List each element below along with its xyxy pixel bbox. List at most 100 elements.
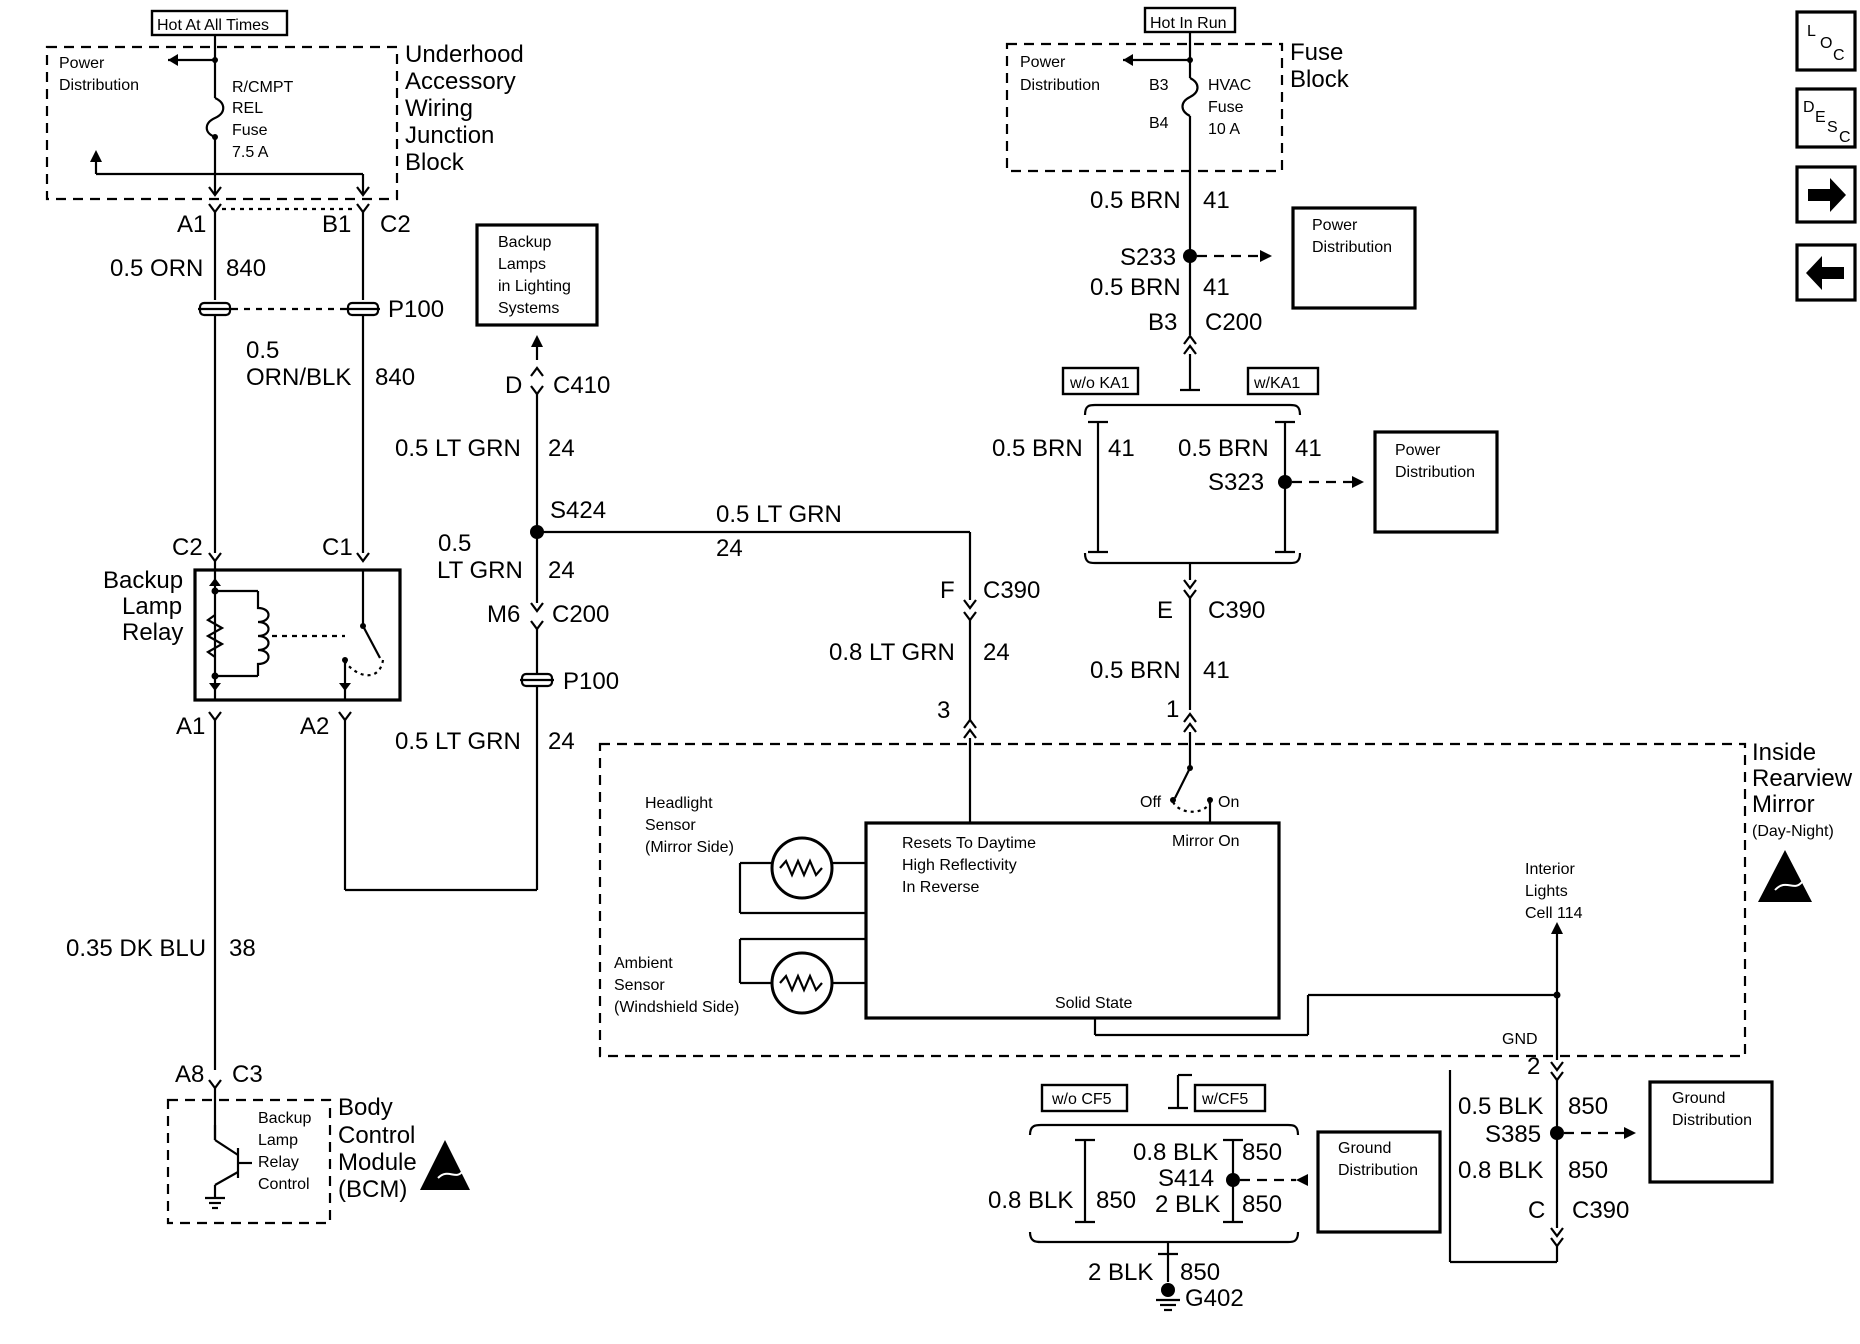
- wire-brn-3-num: 41: [1108, 435, 1135, 462]
- conn-c390-e: C390: [1208, 597, 1265, 624]
- svg-text:Ground: Ground: [1338, 1140, 1391, 1157]
- conn-c410: C410: [553, 372, 610, 399]
- headlight-sensor-2: Sensor: [645, 817, 696, 834]
- svg-text:Lamps: Lamps: [498, 256, 546, 273]
- wire-brn-4-num: 41: [1295, 435, 1322, 462]
- arrow-left-icon: [1806, 256, 1844, 290]
- wire-brn-4: 0.5 BRN: [1178, 435, 1269, 462]
- backup-lamps-box: Backup Lamps in Lighting Systems: [475, 223, 599, 327]
- relay-title-3: Relay: [122, 619, 183, 646]
- hot-in-run-label: Hot In Run: [1143, 6, 1237, 34]
- relay-a1: A1: [176, 713, 205, 740]
- desc-e: E: [1815, 109, 1826, 126]
- bcm-title-2: Control: [338, 1122, 415, 1149]
- wire-ltgrn-h-num: 24: [716, 535, 743, 562]
- underhood-title-2: Accessory: [405, 68, 516, 95]
- wire-blk-1: 0.5 BLK: [1458, 1093, 1543, 1120]
- svg-text:w/o CF5: w/o CF5: [1051, 1091, 1112, 1108]
- resistor-icon: [205, 614, 225, 658]
- wire-orn-label: 0.5 ORN: [110, 255, 203, 282]
- mirror-resets-1: Resets To Daytime: [902, 835, 1036, 852]
- power-distribution-box-2: Power Distribution: [1373, 430, 1499, 534]
- desc-button[interactable]: D E S C: [1795, 87, 1857, 149]
- bcm-title-3: Module: [338, 1149, 417, 1176]
- fb-b3: B3: [1149, 77, 1169, 94]
- wire-ltgrn-1: 0.5 LT GRN: [395, 435, 521, 462]
- mirror-title-4: (Day-Night): [1752, 823, 1834, 840]
- underhood-title-5: Block: [405, 149, 465, 176]
- svg-text:Power: Power: [1312, 217, 1358, 234]
- svg-text:Distribution: Distribution: [1312, 239, 1392, 256]
- option-wo-cf5: w/o CF5: [1040, 1083, 1129, 1113]
- relay-c1: C1: [322, 534, 353, 561]
- relay-title-1: Backup: [103, 567, 183, 594]
- svg-text:w/KA1: w/KA1: [1253, 375, 1300, 392]
- power-distribution-box-1: Power Distribution: [1291, 206, 1417, 310]
- conn-c2-top: C2: [380, 211, 411, 238]
- underhood-junction-block: [45, 45, 399, 201]
- svg-text:Systems: Systems: [498, 300, 559, 317]
- mirror-title-1: Inside: [1752, 739, 1816, 766]
- wire-blk-3: 0.8 BLK: [1133, 1139, 1218, 1166]
- wire-brn-5-num: 41: [1203, 657, 1230, 684]
- svg-text:Backup: Backup: [498, 234, 551, 251]
- fuse-rcmpt-1: R/CMPT: [232, 79, 294, 96]
- splice-s385: S385: [1485, 1121, 1541, 1148]
- desc-c: C: [1839, 129, 1851, 146]
- switch-on-label: On: [1218, 794, 1239, 811]
- mirror-resets-2: High Reflectivity: [902, 857, 1017, 874]
- relay-a2: A2: [300, 713, 329, 740]
- mirror-on-label: Mirror On: [1172, 833, 1240, 850]
- wire-ornblk-1: 0.5: [246, 337, 279, 364]
- mirror-title-3: Mirror: [1752, 791, 1815, 818]
- pin-1: 1: [1166, 696, 1179, 723]
- wire-blk-5-num: 850: [1096, 1187, 1136, 1214]
- loc-l: L: [1807, 23, 1816, 40]
- prev-page-button[interactable]: [1795, 243, 1857, 302]
- underhood-title-4: Junction: [405, 122, 494, 149]
- wire-ltgrn-h: 0.5 LT GRN: [716, 501, 842, 528]
- ambient-sensor-1: Ambient: [614, 955, 673, 972]
- splice-s414: S414: [1158, 1165, 1214, 1192]
- fuse-icon: [205, 96, 225, 139]
- bcm-inner-2: Lamp: [258, 1132, 298, 1149]
- svg-text:Distribution: Distribution: [1395, 464, 1475, 481]
- interior-lights-2: Lights: [1525, 883, 1568, 900]
- arrow-right-icon: [1808, 178, 1846, 212]
- switch-off-label: Off: [1140, 794, 1162, 811]
- interior-lights-3: Cell 114: [1525, 905, 1583, 922]
- svg-text:Distribution: Distribution: [1338, 1162, 1418, 1179]
- interior-lights-1: Interior: [1525, 861, 1575, 878]
- svg-text:Power: Power: [1395, 442, 1441, 459]
- g402-ground-icon: [1156, 1283, 1180, 1312]
- mirror-control-module: [864, 821, 1281, 1020]
- wire-ltgrn-2a: 0.5: [438, 530, 471, 557]
- solid-state-label: Solid State: [1055, 995, 1132, 1012]
- wire-ltgrn-3: 0.5 LT GRN: [395, 728, 521, 755]
- option-wo-ka1: w/o KA1: [1061, 366, 1140, 396]
- wire-blk-3-num: 850: [1242, 1139, 1282, 1166]
- fuse-rcmpt-4: 7.5 A: [232, 144, 269, 161]
- bcm-title-1: Body: [338, 1094, 393, 1121]
- p100-connector-left: [198, 301, 232, 317]
- fb-pd-2: Distribution: [1020, 77, 1100, 94]
- loc-o: O: [1820, 35, 1832, 52]
- next-page-button[interactable]: [1795, 165, 1857, 224]
- p100-label-mid: P100: [563, 668, 619, 695]
- wire-ltgrn-08: 0.8 LT GRN: [829, 639, 955, 666]
- option-w-cf5: w/CF5: [1193, 1083, 1267, 1113]
- headlight-sensor-3: (Mirror Side): [645, 839, 734, 856]
- svg-text:w/CF5: w/CF5: [1201, 1091, 1248, 1108]
- fb-title-2: Block: [1290, 66, 1350, 93]
- conn-c390-c: C390: [1572, 1197, 1629, 1224]
- relay-title-2: Lamp: [122, 593, 182, 620]
- desc-d: D: [1803, 99, 1815, 116]
- bcm-title-4: (BCM): [338, 1176, 407, 1203]
- loc-button[interactable]: L O C: [1795, 10, 1857, 72]
- hvac-fuse-2: Fuse: [1208, 99, 1244, 116]
- wire-blk-2-num: 850: [1568, 1157, 1608, 1184]
- headlight-sensor-1: Headlight: [645, 795, 713, 812]
- fb-title-1: Fuse: [1290, 39, 1343, 66]
- wire-blk-6: 2 BLK: [1088, 1259, 1153, 1286]
- wire-brn-1-num: 41: [1203, 187, 1230, 214]
